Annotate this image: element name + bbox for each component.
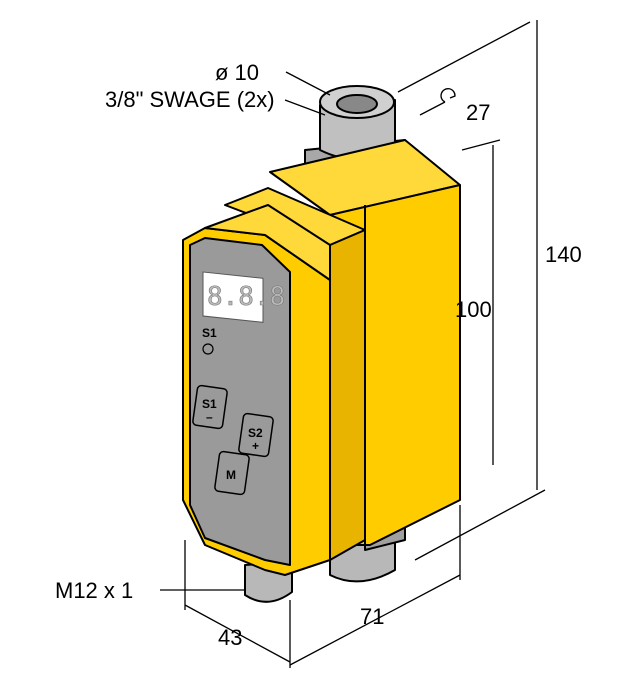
display-digits: 8.8.8 (207, 282, 285, 312)
connector-label: M12 x 1 (55, 578, 133, 603)
front-panel: 8.8.8 S1 S1 – S2 + M (189, 237, 291, 566)
svg-text:S2: S2 (248, 426, 263, 440)
width-label: 43 (218, 625, 242, 650)
wrench-size-label: 27 (466, 100, 490, 125)
led-label: S1 (202, 326, 217, 340)
led-indicator (202, 343, 214, 355)
total-height-label: 140 (545, 242, 582, 267)
fitting-type-label: 3/8" SWAGE (2x) (105, 87, 275, 112)
display (202, 271, 264, 323)
button-s2-plus[interactable]: S2 + (238, 412, 274, 458)
button-s1-minus[interactable]: S1 – (192, 384, 228, 430)
svg-text:M: M (226, 468, 236, 482)
button-m[interactable]: M (214, 450, 250, 496)
fitting-diameter-label: ø 10 (215, 60, 259, 85)
depth-label: 71 (360, 604, 384, 629)
wrench-icon (419, 88, 456, 116)
dimension-lines (160, 20, 546, 668)
body-height-label: 100 (455, 297, 492, 322)
svg-text:–: – (206, 410, 213, 424)
svg-text:+: + (252, 439, 259, 453)
svg-text:S1: S1 (202, 397, 217, 411)
